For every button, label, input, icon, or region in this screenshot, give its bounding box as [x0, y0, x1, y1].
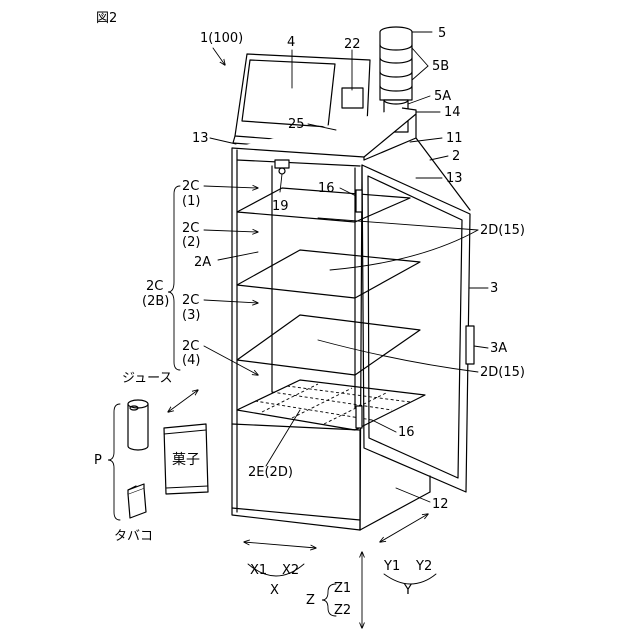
label-y-axis: Y [403, 583, 412, 598]
label-light-units: 5B [432, 59, 449, 74]
label-device: 1(100) [200, 31, 243, 46]
label-shelf-lower: 2D(15) [480, 365, 525, 380]
label-x-axis: X [270, 583, 279, 598]
label-camera: 19 [272, 199, 289, 214]
label-shelf-upper: 2D(15) [480, 223, 525, 238]
camera [275, 160, 289, 174]
label-space-3-index: (3) [182, 308, 200, 323]
sensor-upper [356, 190, 362, 212]
label-juice: ジュース [122, 371, 172, 386]
label-z2: Z2 [334, 603, 351, 618]
label-top-panel: 11 [446, 131, 463, 146]
label-light-base: 5A [434, 89, 451, 104]
door-handle [466, 326, 474, 364]
shelf-3 [237, 315, 420, 375]
label-interior: 2A [194, 255, 211, 270]
door [360, 138, 474, 530]
juice-can [128, 400, 148, 450]
label-products: P [94, 453, 102, 468]
label-z-axis: Z [306, 593, 315, 608]
label-space-2: 2C [182, 221, 199, 236]
label-bottom-shelf: 2E(2D) [248, 465, 293, 480]
label-light: 5 [438, 26, 446, 41]
label-cabinet: 2 [452, 149, 460, 164]
label-space-2-index: (2) [182, 235, 200, 250]
label-x1: X1 [250, 563, 267, 578]
label-display: 4 [287, 35, 295, 50]
label-snack: 菓子 [172, 452, 200, 468]
label-light-support: 14 [444, 105, 461, 120]
bottom-shelf-grid [237, 380, 425, 430]
label-sensor-upper: 16 [318, 181, 335, 196]
label-space-3: 2C [182, 293, 199, 308]
sensor-lower [356, 406, 362, 428]
label-y1: Y1 [383, 559, 400, 574]
label-top-left: 13 [192, 131, 209, 146]
label-reader: 25 [288, 117, 305, 132]
label-camera-unit: 22 [344, 37, 361, 52]
shelf-2 [237, 250, 420, 298]
label-x2: X2 [282, 563, 299, 578]
label-space-4: 2C [182, 339, 199, 354]
label-space-4-index: (4) [182, 353, 200, 368]
label-spaces-group-sub: (2B) [142, 294, 169, 309]
label-space-1: 2C [182, 179, 199, 194]
spaces-brace [168, 186, 180, 370]
label-tobacco: タバコ [114, 529, 153, 544]
label-space-1-index: (1) [182, 194, 200, 209]
label-spaces-group: 2C [146, 279, 163, 294]
label-top-right: 13 [446, 171, 463, 186]
label-door: 3 [490, 281, 498, 296]
label-base: 12 [432, 497, 449, 512]
label-y2: Y2 [415, 559, 432, 574]
label-handle: 3A [490, 341, 507, 356]
tobacco-box [128, 484, 146, 518]
label-z1: Z1 [334, 581, 351, 596]
label-sensor-lower: 16 [398, 425, 415, 440]
figure-label: 図2 [96, 11, 117, 26]
